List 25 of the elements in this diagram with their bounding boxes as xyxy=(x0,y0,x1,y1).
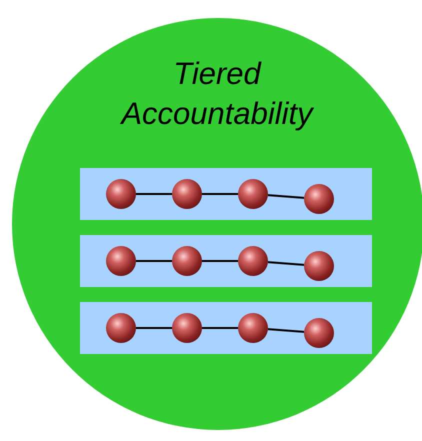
connector-line xyxy=(136,327,172,329)
connector-line xyxy=(136,193,172,195)
sphere xyxy=(304,251,334,281)
connector-line xyxy=(202,193,238,195)
sphere xyxy=(238,313,268,343)
heading-text: Tiered Accountability xyxy=(119,55,315,133)
connector-line xyxy=(268,261,304,266)
sphere xyxy=(172,179,202,209)
connector-line xyxy=(202,260,238,262)
connector-line xyxy=(136,260,172,262)
sphere xyxy=(304,318,334,348)
bar-strip xyxy=(80,235,372,287)
sphere xyxy=(238,246,268,276)
sphere xyxy=(106,313,136,343)
sphere xyxy=(238,179,268,209)
connector-line xyxy=(268,328,304,333)
sphere xyxy=(106,179,136,209)
sphere xyxy=(304,184,334,214)
sphere xyxy=(172,313,202,343)
sphere xyxy=(172,246,202,276)
sphere xyxy=(106,246,136,276)
connector-line xyxy=(202,327,238,329)
connector-line xyxy=(268,194,304,199)
bar-strip xyxy=(80,168,372,220)
bar-strip xyxy=(80,302,372,354)
